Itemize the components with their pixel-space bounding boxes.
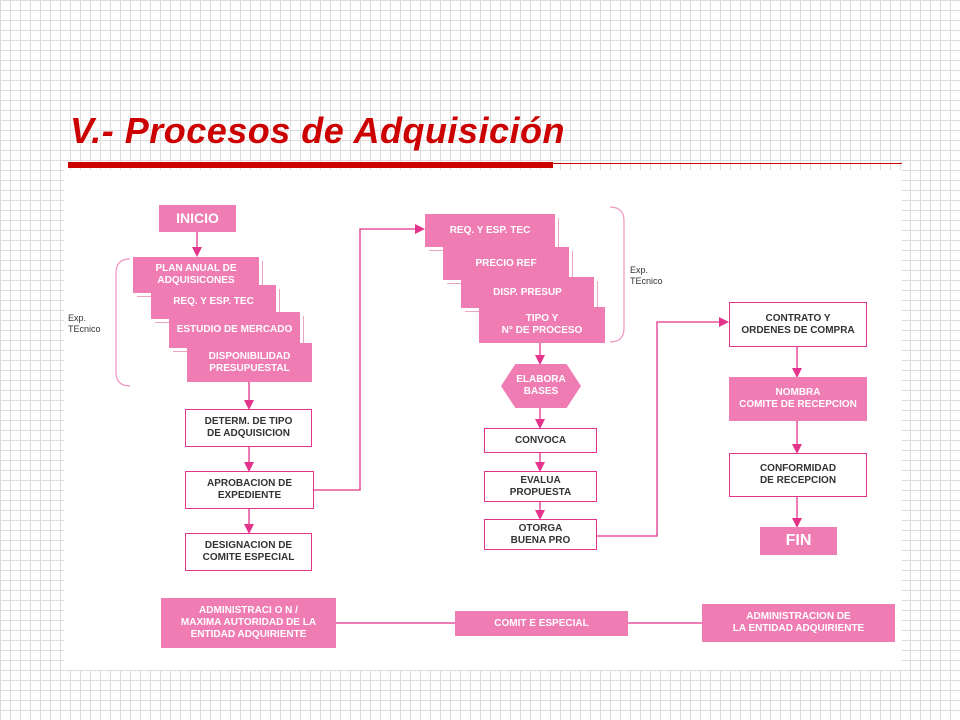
aprobacion-expediente-node: APROBACION DE EXPEDIENTE (185, 471, 314, 509)
conformidad-node: CONFORMIDAD DE RECEPCION (729, 453, 867, 497)
tipo-proceso-node: TIPO Y N° DE PROCESO (479, 307, 605, 343)
disp-presup-node: DISP. PRESUP (461, 277, 594, 308)
administracion-entidad-node: ADMINISTRACION DE LA ENTIDAD ADQUIRIENTE (702, 604, 895, 642)
fin-node: FIN (760, 527, 837, 555)
disponibilidad-presupuestal-node: DISPONIBILIDAD PRESUPUESTAL (187, 343, 312, 382)
bracket-right (609, 206, 625, 343)
bracket-left (115, 258, 131, 387)
contrato-node: CONTRATO Y ORDENES DE COMPRA (729, 302, 867, 347)
elabora-bases-node: ELABORA BASES (501, 364, 581, 408)
req-esp-tec-mid-node: REQ. Y ESP. TEC (425, 214, 555, 247)
exp-tecnico-label-left: Exp. TEcnico (68, 313, 101, 334)
exp-tecnico-label-right: Exp. TEcnico (630, 265, 663, 286)
precio-ref-node: PRECIO REF (443, 247, 569, 280)
convoca-node: CONVOCA (484, 428, 597, 453)
designacion-comite-node: DESIGNACION DE COMITE ESPECIAL (185, 533, 312, 571)
comite-especial-node: COMIT E ESPECIAL (455, 611, 628, 636)
title-underline-thick (68, 162, 553, 168)
title-underline-thin (553, 163, 902, 164)
inicio-node: INICIO (159, 205, 236, 232)
nombra-comite-node: NOMBRA COMITE DE RECEPCION (729, 377, 867, 421)
determ-tipo-node: DETERM. DE TIPO DE ADQUISICION (185, 409, 312, 447)
arrow-aprobacion-to-req-mid (314, 224, 425, 491)
slide-title: V.- Procesos de Adquisición (70, 110, 565, 151)
estudio-mercado-node: ESTUDIO DE MERCADO (169, 312, 300, 348)
arrow-otorga-to-contrato (597, 317, 729, 537)
evalua-propuesta-node: EVALUA PROPUESTA (484, 471, 597, 502)
otorga-buena-pro-node: OTORGA BUENA PRO (484, 519, 597, 550)
administracion-maxima-autoridad-node: ADMINISTRACI O N / MAXIMA AUTORIDAD DE L… (161, 598, 336, 648)
